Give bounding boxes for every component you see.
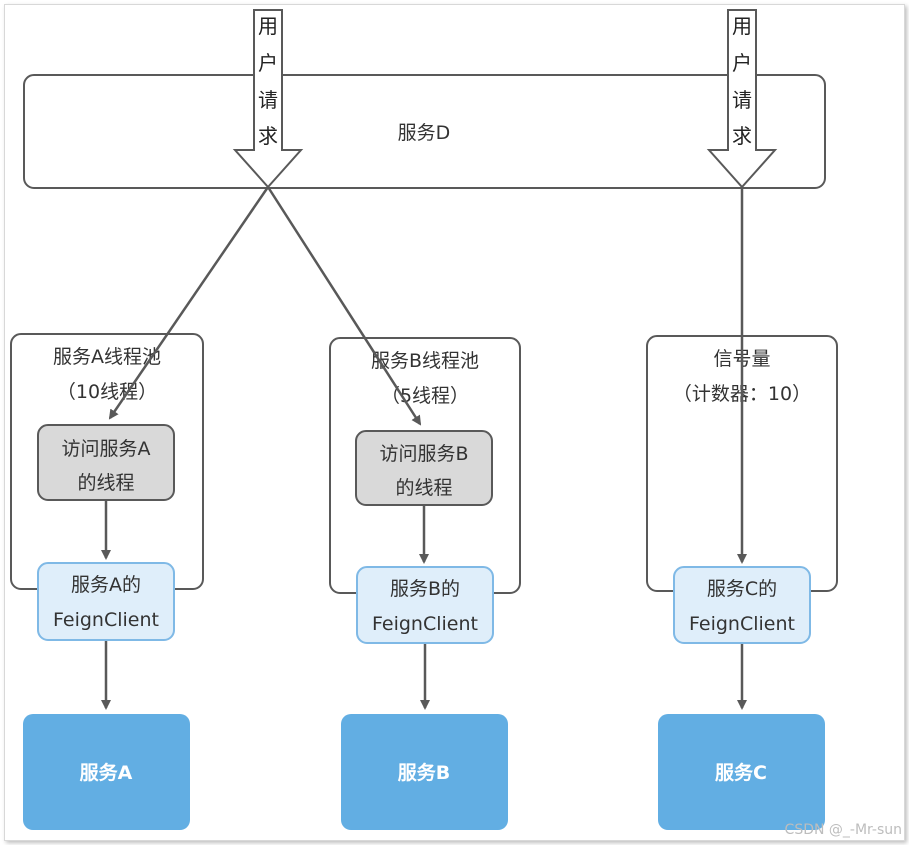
user-request-right-char-1: 用 xyxy=(732,14,752,38)
user-request-right-char-4: 求 xyxy=(732,124,752,148)
user-request-left-char-4: 求 xyxy=(258,124,278,148)
arrow-to-pool-b xyxy=(266,186,422,426)
feign-a-line2: FeignClient xyxy=(53,609,159,631)
service-a-box xyxy=(23,714,190,830)
user-request-arrow-left xyxy=(232,9,304,189)
pool-a-subtitle: （10线程） xyxy=(57,381,157,403)
feign-c-line2: FeignClient xyxy=(689,613,795,635)
thread-a-line1: 访问服务A xyxy=(62,438,151,460)
user-request-left-char-2: 户 xyxy=(258,51,278,75)
service-a-label: 服务A xyxy=(80,761,133,784)
feign-b-line2: FeignClient xyxy=(372,613,478,635)
service-c-label: 服务C xyxy=(715,761,767,784)
feign-b-line1: 服务B的 xyxy=(390,578,460,600)
thread-b-box xyxy=(355,430,493,506)
user-request-left-char-1: 用 xyxy=(258,14,278,38)
user-request-right-char-2: 户 xyxy=(732,51,752,75)
pool-a-title: 服务A线程池 xyxy=(53,346,161,368)
service-c-box xyxy=(658,714,825,830)
service-b-box xyxy=(341,714,508,830)
feign-a-box xyxy=(37,562,175,641)
service-d-label: 服务D xyxy=(398,122,451,144)
feign-b-box xyxy=(356,566,494,644)
thread-a-line2: 的线程 xyxy=(77,472,134,494)
user-request-arrow-right xyxy=(706,9,778,189)
thread-a-box xyxy=(37,424,175,501)
csdn-watermark: CSDN @_-Mr-sun xyxy=(785,822,902,838)
pool-b-title: 服务B线程池 xyxy=(371,350,479,372)
feign-c-box xyxy=(673,566,811,644)
service-d-box xyxy=(23,74,826,189)
user-request-left-char-3: 请 xyxy=(258,88,278,112)
pool-b-subtitle: （5线程） xyxy=(381,385,469,407)
feign-a-line1: 服务A的 xyxy=(71,574,141,596)
thread-b-line1: 访问服务B xyxy=(379,443,468,465)
user-request-right-char-3: 请 xyxy=(732,88,752,112)
arrow-to-pool-a xyxy=(108,186,270,420)
feign-c-line1: 服务C的 xyxy=(707,578,777,600)
service-b-label: 服务B xyxy=(398,761,450,784)
thread-b-line2: 的线程 xyxy=(395,477,452,499)
